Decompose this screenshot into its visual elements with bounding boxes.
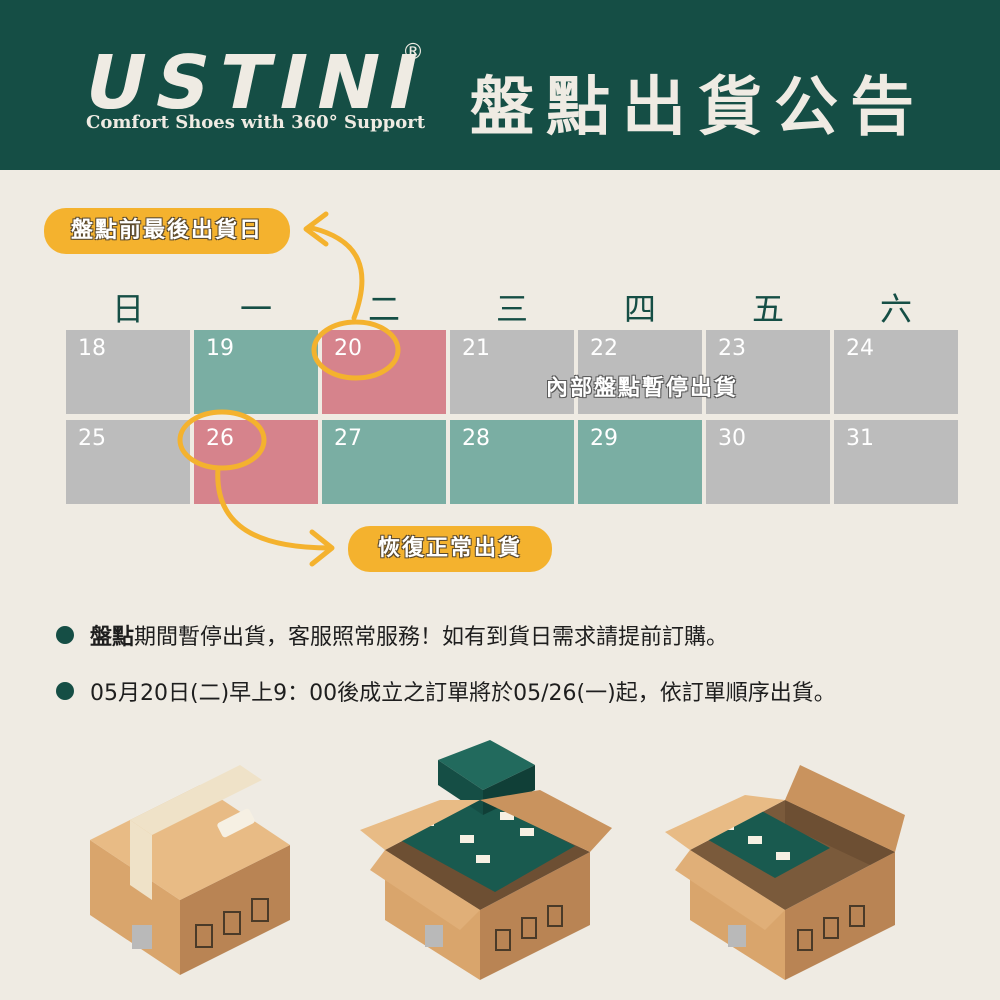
brand-tagline: Comfort Shoes with 360° Support bbox=[86, 112, 426, 133]
open-box-partial-icon bbox=[665, 765, 905, 980]
weekday-label: 日 bbox=[111, 290, 144, 328]
calendar-day: 30 bbox=[706, 420, 830, 504]
notice-text: 期間暫停出貨，客服照常服務！如有到貨日需求請提前訂購。 bbox=[134, 625, 729, 650]
weekday-label: 三 bbox=[495, 290, 528, 328]
weekday-label: 六 bbox=[879, 290, 912, 328]
closed-box-icon bbox=[90, 765, 290, 975]
notice-bold: 盤點 bbox=[90, 625, 135, 650]
arrow-to-resume bbox=[215, 465, 333, 551]
calendar-day: 19 bbox=[194, 330, 318, 414]
weekday-label: 四 bbox=[623, 290, 656, 328]
arrowhead-left bbox=[303, 211, 329, 247]
weekday-label: 五 bbox=[751, 290, 784, 328]
weekday-label: 一 bbox=[239, 290, 272, 328]
arrowhead-right bbox=[309, 529, 335, 567]
highlight-circle-20 bbox=[311, 319, 401, 381]
notice-line-2: 05月20日(二)早上9：00後成立之訂單將於05/26(一)起，依訂單順序出貨… bbox=[90, 675, 836, 707]
page-title: 盤點出貨公告 bbox=[470, 71, 926, 145]
open-box-full-icon bbox=[360, 740, 612, 980]
calendar-day: 22 bbox=[578, 330, 702, 414]
calendar-day: 26 bbox=[194, 420, 318, 504]
calendar-day: 24 bbox=[834, 330, 958, 414]
highlight-circle-26 bbox=[177, 409, 267, 471]
header-banner: USTINI ® Comfort Shoes with 360° Support… bbox=[0, 0, 1000, 170]
bullet-icon bbox=[56, 626, 74, 644]
notice-text: 05月20日(二)早上9：00後成立之訂單將於05/26(一)起，依訂單順序出貨… bbox=[90, 681, 836, 706]
calendar-day: 29 bbox=[578, 420, 702, 504]
registered-mark: ® bbox=[402, 40, 424, 65]
calendar-day: 18 bbox=[66, 330, 190, 414]
calendar-day: 27 bbox=[322, 420, 446, 504]
calendar-day: 28 bbox=[450, 420, 574, 504]
resume-shipping-label: 恢復正常出貨 bbox=[348, 526, 552, 572]
notice-line-1: 盤點期間暫停出貨，客服照常服務！如有到貨日需求請提前訂購。 bbox=[90, 619, 728, 651]
arrow-to-last-ship-day bbox=[309, 225, 365, 321]
calendar-day: 25 bbox=[66, 420, 190, 504]
bullet-icon bbox=[56, 682, 74, 700]
calendar-day: 21 bbox=[450, 330, 574, 414]
weekday-label: 二 bbox=[367, 290, 400, 328]
calendar-day: 23 bbox=[706, 330, 830, 414]
inventory-banner: 內部盤點暫停出貨 bbox=[545, 376, 738, 401]
last-ship-day-label: 盤點前最後出貨日 bbox=[44, 208, 290, 254]
calendar-day: 31 bbox=[834, 420, 958, 504]
